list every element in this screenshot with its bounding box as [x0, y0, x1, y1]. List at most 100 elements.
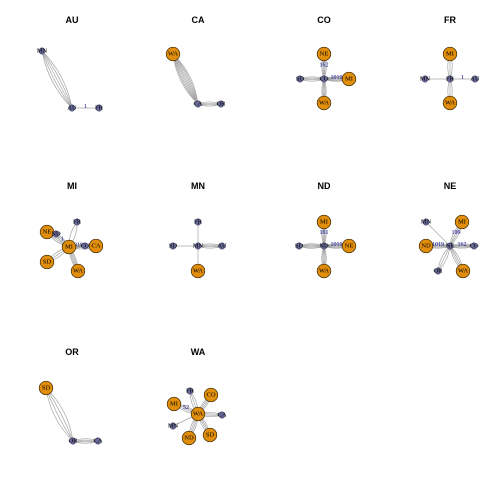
node-sd: SD [38, 380, 54, 396]
node-circle [202, 427, 218, 443]
node-nd: ND [181, 430, 197, 446]
node-label: FR [194, 219, 203, 226]
node-au: AU [67, 105, 77, 112]
node-label: SD [169, 243, 178, 250]
panel-title: WA [191, 347, 206, 357]
edge-label: 161 [320, 230, 329, 236]
node-ca: CA [88, 238, 104, 254]
node-label: ND [319, 243, 329, 250]
node-dot [296, 75, 304, 83]
node-mi: MI [442, 46, 458, 62]
node-label: SD [43, 259, 52, 266]
panel-title: MN [191, 181, 205, 191]
node-ca: CA [193, 101, 202, 108]
edge-line [41, 50, 73, 109]
node-nd: ND [319, 243, 329, 250]
node-label: MN [193, 243, 204, 250]
edge-line [41, 50, 73, 109]
node-label: MI [345, 76, 353, 83]
node-label: AU [67, 105, 77, 112]
node-label: CO [469, 243, 478, 250]
node-circle [316, 46, 332, 62]
node-dot [194, 242, 202, 250]
node-wa: WA [70, 263, 86, 279]
node-circle [181, 430, 197, 446]
node-circle [341, 238, 357, 254]
node-label: MN [168, 423, 179, 430]
node-label: CO [206, 392, 215, 399]
node-dot [320, 242, 328, 250]
node-au: AU [470, 76, 480, 83]
node-fr: FR [186, 388, 195, 395]
edge-line [41, 50, 73, 109]
node-circle [316, 95, 332, 111]
node-dot [470, 242, 478, 250]
node-dot [169, 242, 177, 250]
node-label: CO [80, 243, 89, 250]
edge-label: 1 [84, 104, 87, 110]
panel-title: AU [66, 15, 79, 25]
node-circle [88, 238, 104, 254]
node-circle [418, 238, 434, 254]
edge-label: 1019 [331, 75, 343, 81]
node-co: CO [319, 76, 328, 83]
node-label: OR [68, 438, 78, 445]
node-label: FR [95, 105, 104, 112]
node-co: CO [80, 243, 89, 250]
edge-label: 52 [183, 405, 189, 411]
node-dot [421, 75, 429, 83]
node-label: MI [446, 51, 454, 58]
node-dot [73, 218, 81, 226]
node-circle [190, 263, 206, 279]
node-label: WA [319, 268, 329, 275]
edge-label: 1019 [71, 243, 83, 249]
node-nd: ND [418, 238, 434, 254]
node-label: NE [345, 243, 354, 250]
node-mn: MN [168, 423, 179, 430]
node-label: MN [420, 76, 431, 83]
node-ca: CA [217, 412, 226, 419]
node-label: MI [320, 219, 328, 226]
edge-label: 1019 [432, 242, 444, 248]
node-sd: SD [169, 243, 178, 250]
node-label: WA [73, 268, 83, 275]
node-wa: WA [190, 263, 206, 279]
node-label: ND [421, 243, 431, 250]
node-label: CA [193, 101, 202, 108]
node-label: SD [42, 385, 51, 392]
node-label: MI [65, 244, 73, 251]
node-wa: WA [442, 95, 458, 111]
node-mn: MN [421, 219, 432, 226]
edge-label: 1 [61, 237, 64, 243]
node-sd: SD [39, 254, 55, 270]
node-fr: FR [73, 219, 82, 226]
edge-label: 1 [461, 75, 464, 81]
node-ne: NE [341, 238, 357, 254]
node-label: NE [320, 51, 329, 58]
node-dot [422, 218, 430, 226]
panel-title: FR [444, 15, 456, 25]
node-dot [186, 387, 194, 395]
edge-line [45, 387, 74, 442]
node-dot [169, 422, 177, 430]
edge-line [45, 387, 74, 442]
node-circle [316, 263, 332, 279]
node-label: AU [217, 243, 227, 250]
node-wa: WA [165, 46, 181, 62]
node-label: SD [206, 432, 215, 439]
node-circle [61, 239, 77, 255]
panel-title: MI [67, 181, 77, 191]
node-wa: WA [316, 263, 332, 279]
node-label: NE [446, 243, 455, 250]
node-wa: WA [190, 406, 206, 422]
edge-line [41, 50, 73, 109]
edge-group: 1 [41, 50, 99, 110]
node-dot [218, 411, 226, 419]
node-mn: MN [420, 76, 431, 83]
node-label: FR [186, 388, 195, 395]
node-circle [70, 263, 86, 279]
node-label: OR [433, 268, 443, 275]
